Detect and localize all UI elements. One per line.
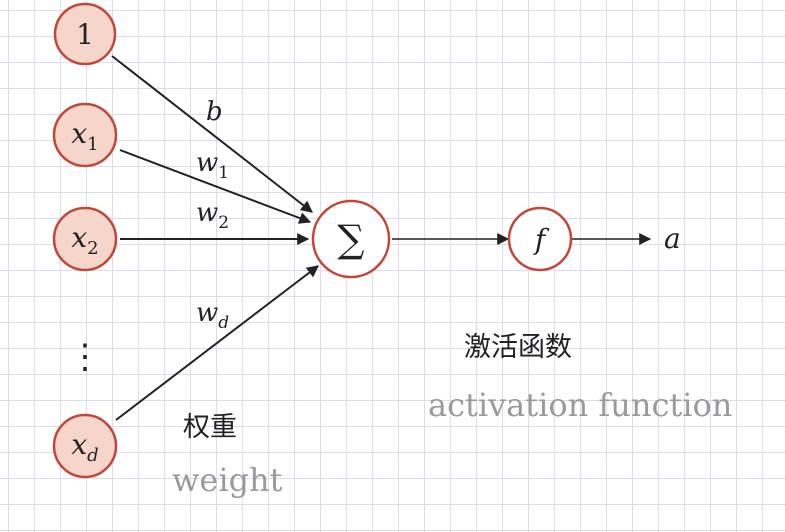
activation-caption-cn: 激活函数: [464, 332, 572, 363]
activation-node: [507, 206, 573, 272]
weight-label-w1: w1: [196, 148, 229, 183]
input-bias-label: 1: [76, 18, 94, 51]
sum-node: [311, 199, 391, 279]
edge-xd-to-sum: [115, 265, 319, 421]
edge-x1-to-sum: [119, 149, 312, 224]
weight-label-w2: w2: [196, 198, 229, 233]
weight-caption-en: weight: [172, 461, 283, 499]
input-node-xd: [52, 413, 118, 479]
output-label: a: [664, 222, 681, 255]
input-ellipsis: ⋮: [68, 337, 102, 377]
activation-caption-en: activation function: [428, 386, 732, 424]
weight-label-wd: wd: [196, 298, 229, 333]
input-node-x2: [52, 206, 118, 272]
weight-caption-cn: 权重: [183, 412, 237, 443]
edge-bias-to-sum: [111, 55, 313, 213]
input-xd-label: xd: [71, 428, 98, 466]
input-node-x1: [52, 102, 118, 168]
input-x2-label: x2: [71, 221, 98, 259]
input-node-bias: [53, 2, 117, 66]
sum-symbol: ∑: [337, 217, 364, 261]
weight-label-b: b: [206, 97, 223, 127]
input-x1-label: x1: [71, 117, 98, 155]
